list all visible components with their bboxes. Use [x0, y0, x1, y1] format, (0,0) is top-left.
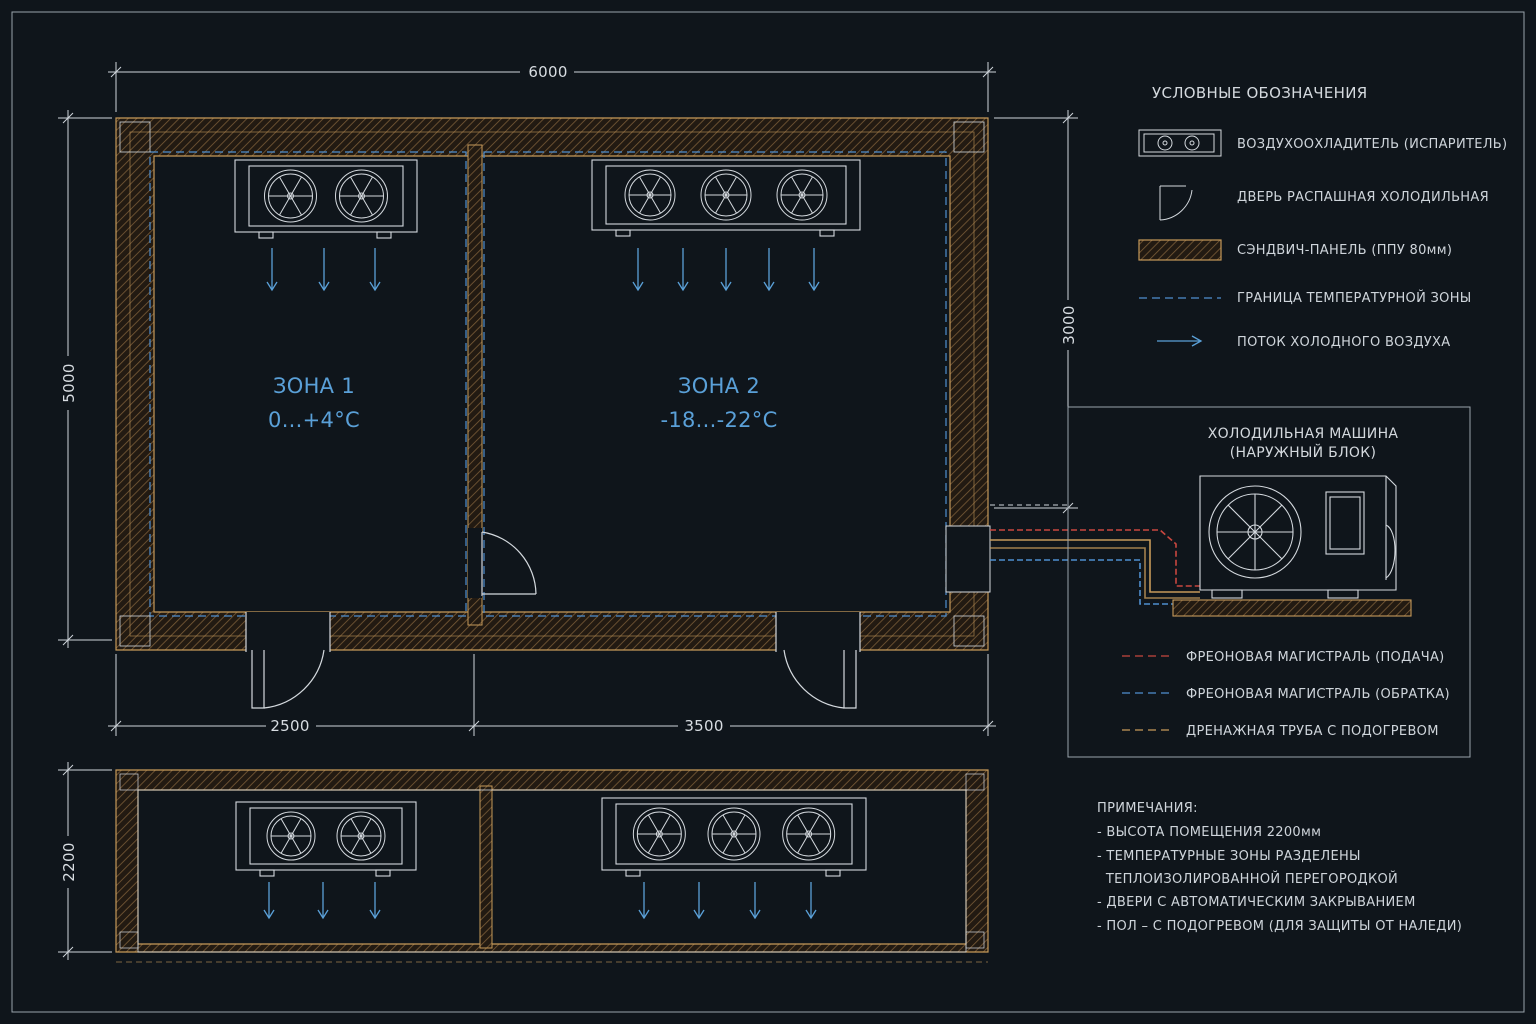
section-view: [115, 769, 989, 963]
machine-line-supply: ФРЕОНОВАЯ МАГИСТРАЛЬ (ПОДАЧА): [1186, 650, 1445, 665]
evaporator-unit: [235, 801, 417, 877]
partition-wall: [467, 144, 483, 626]
evaporator-unit: [601, 797, 867, 877]
airflow-arrow-icon: [638, 882, 650, 920]
airflow-arrow-icon: [677, 248, 689, 292]
dim-zone1-width: 2500: [270, 717, 309, 735]
dimension-lines: [58, 62, 1078, 960]
sandwich-panel-icon: [1138, 239, 1222, 261]
fan-icon: [336, 811, 386, 861]
legend-title: УСЛОВНЫЕ ОБОЗНАЧЕНИЯ: [1152, 84, 1368, 102]
airflow-arrow-icon: [263, 882, 275, 920]
dim-total-depth: 5000: [60, 363, 78, 402]
airflow-arrow-icon: [808, 248, 820, 292]
fan-icon: [335, 169, 388, 223]
note-item: - ТЕМПЕРАТУРНЫЕ ЗОНЫ РАЗДЕЛЕНЫ: [1097, 849, 1361, 864]
fan-icon: [632, 807, 686, 861]
airflow-arrow-icon: [632, 248, 644, 292]
note-item: - ДВЕРИ С АВТОМАТИЧЕСКИМ ЗАКРЫВАНИЕМ: [1097, 895, 1416, 910]
airflow-arrow-icon: [266, 248, 278, 292]
airflow-arrow-icon: [369, 248, 381, 292]
evaporator-icon: [1138, 129, 1222, 157]
fan-icon: [266, 811, 316, 861]
legend-label-boundary: ГРАНИЦА ТЕМПЕРАТУРНОЙ ЗОНЫ: [1237, 290, 1472, 306]
dim-zone2-width: 3500: [684, 717, 723, 735]
legend-label-evaporator: ВОЗДУХООХЛАДИТЕЛЬ (ИСПАРИТЕЛЬ): [1237, 137, 1507, 152]
airflow-arrows-plan: [266, 248, 820, 292]
airflow-arrow-icon: [369, 882, 381, 920]
fan-icon: [624, 169, 676, 221]
dim-height: 2200: [60, 842, 78, 881]
plan-walls: [115, 117, 989, 651]
machine-line-return: ФРЕОНОВАЯ МАГИСТРАЛЬ (ОБРАТКА): [1186, 687, 1450, 702]
machine-title-1: ХОЛОДИЛЬНАЯ МАШИНА: [1208, 426, 1399, 442]
airflow-arrow-icon: [318, 248, 330, 292]
drawing-frame: [11, 11, 1525, 1013]
fan-icon: [700, 169, 752, 221]
airflow-arrow-icon: [317, 882, 329, 920]
fan-icon: [707, 807, 761, 861]
dim-depth-right: 3000: [1060, 305, 1078, 344]
swing-door-icon: [1159, 185, 1193, 221]
note-item: ТЕПЛОИЗОЛИРОВАННОЙ ПЕРЕГОРОДКОЙ: [1097, 871, 1398, 887]
condensing-unit-icon: [1172, 475, 1412, 617]
machine-panel: [1067, 406, 1471, 758]
airflow-arrow-icon: [749, 882, 761, 920]
door2-swing-icon: [783, 649, 857, 709]
notes-title: ПРИМЕЧАНИЯ:: [1097, 801, 1198, 816]
door2-opening: [776, 612, 860, 652]
airflow-arrow-icon: [720, 248, 732, 292]
note-item: - ПОЛ – С ПОДОГРЕВОМ (ДЛЯ ЗАЩИТЫ ОТ НАЛЕ…: [1097, 919, 1462, 934]
legend-label-panel: СЭНДВИЧ-ПАНЕЛЬ (ППУ 80мм): [1237, 243, 1452, 258]
legend-label-door: ДВЕРЬ РАСПАШНАЯ ХОЛОДИЛЬНАЯ: [1237, 190, 1489, 205]
airflow-arrow-icon: [805, 882, 817, 920]
plan-view: [115, 117, 991, 709]
fan-icon: [776, 169, 828, 221]
zone2-name: ЗОНА 2: [678, 374, 760, 398]
evaporator-unit: [591, 159, 861, 237]
partition-door-icon: [481, 531, 537, 596]
fan-icon: [264, 169, 317, 223]
fan-icon: [782, 807, 836, 861]
evaporator-unit: [234, 159, 418, 239]
airflow-arrow-icon: [763, 248, 775, 292]
evaporators-plan: [234, 159, 861, 239]
legend-label-airflow: ПОТОК ХОЛОДНОГО ВОЗДУХА: [1237, 335, 1450, 350]
zone1-temp: 0...+4°С: [268, 408, 360, 432]
airflow-arrow-icon: [1157, 335, 1203, 347]
note-item: - ВЫСОТА ПОМЕЩЕНИЯ 2200мм: [1097, 825, 1321, 840]
airflow-arrows-section: [263, 882, 817, 920]
machine-title-2: (НАРУЖНЫЙ БЛОК): [1230, 443, 1376, 461]
zone2-boundary: [483, 151, 947, 617]
refrigerant-pipes: [990, 504, 1200, 605]
dim-total-width: 6000: [528, 63, 567, 81]
door1-opening: [246, 612, 330, 652]
machine-line-drain: ДРЕНАЖНАЯ ТРУБА С ПОДОГРЕВОМ: [1186, 724, 1439, 739]
door1-swing-icon: [251, 649, 325, 709]
zone1-name: ЗОНА 1: [273, 374, 355, 398]
evaporators-section: [235, 797, 867, 877]
airflow-arrow-icon: [693, 882, 705, 920]
zone2-temp: -18...-22°С: [660, 408, 777, 432]
